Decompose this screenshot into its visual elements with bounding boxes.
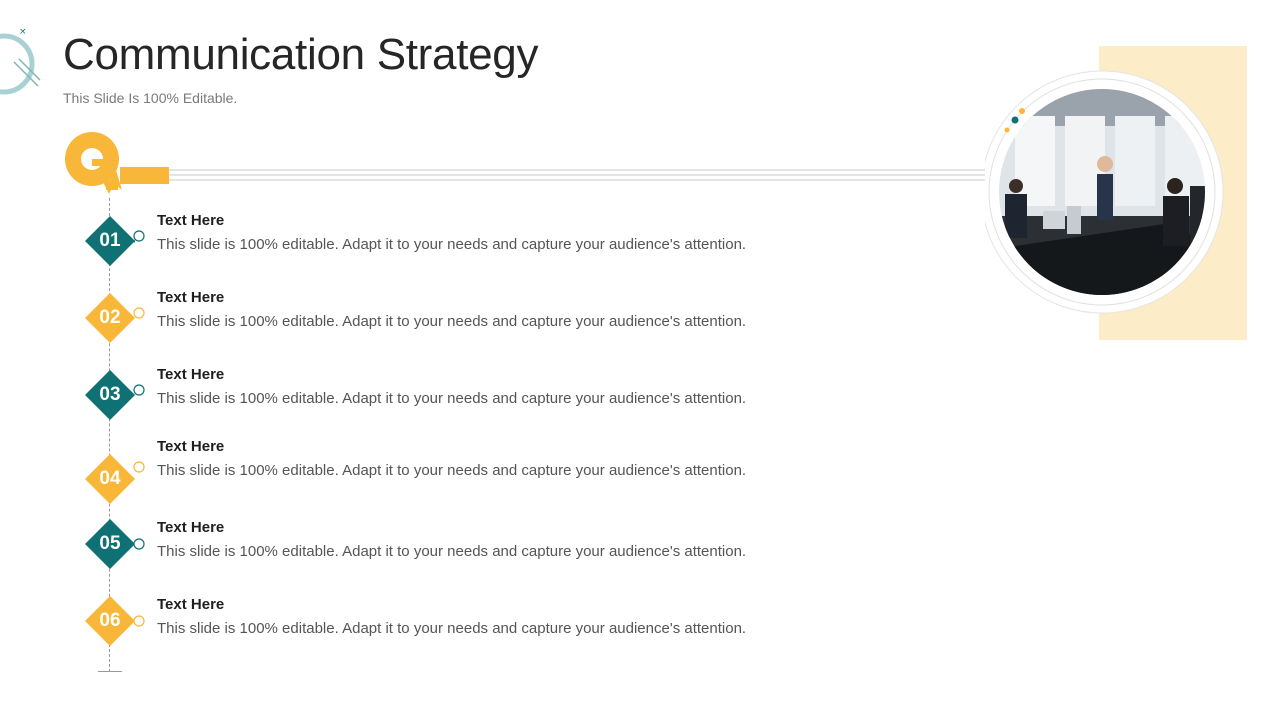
step-heading: Text Here bbox=[157, 289, 225, 306]
step-heading: Text Here bbox=[157, 212, 225, 229]
timeline-line bbox=[109, 198, 110, 672]
step-description: This slide is 100% editable. Adapt it to… bbox=[157, 462, 747, 479]
timeline-end-cap bbox=[98, 671, 122, 672]
step-description: This slide is 100% editable. Adapt it to… bbox=[157, 543, 747, 560]
step-number: 01 bbox=[99, 230, 121, 251]
step-item: 05 Text Here This slide is 100% editable… bbox=[0, 519, 900, 579]
step-description: This slide is 100% editable. Adapt it to… bbox=[157, 236, 747, 253]
step-diamond-icon bbox=[85, 216, 135, 266]
corner-decoration: × bbox=[0, 27, 41, 95]
step-item: 06 Text Here This slide is 100% editable… bbox=[0, 596, 900, 656]
connector-dots bbox=[133, 230, 145, 627]
business-meeting-photo bbox=[985, 46, 1247, 340]
step-number: 02 bbox=[99, 307, 121, 328]
step-heading: Text Here bbox=[157, 596, 225, 613]
page-title: Communication Strategy bbox=[63, 30, 539, 79]
header-pin-graphic bbox=[65, 132, 994, 194]
step-diamond-icon bbox=[85, 293, 135, 343]
step-diamond-icon bbox=[85, 454, 135, 504]
step-item: 03 Text Here This slide is 100% editable… bbox=[0, 366, 900, 426]
svg-text:×: × bbox=[19, 27, 27, 37]
step-heading: Text Here bbox=[157, 519, 225, 536]
step-description: This slide is 100% editable. Adapt it to… bbox=[157, 620, 747, 637]
step-number: 05 bbox=[99, 533, 121, 554]
step-item: 04 Text Here This slide is 100% editable… bbox=[0, 438, 900, 504]
step-heading: Text Here bbox=[157, 366, 225, 383]
step-diamond-icon bbox=[85, 596, 135, 646]
step-diamond-icon bbox=[85, 519, 135, 569]
step-number: 04 bbox=[99, 468, 121, 489]
step-description: This slide is 100% editable. Adapt it to… bbox=[157, 313, 747, 330]
step-heading: Text Here bbox=[157, 438, 225, 455]
step-number: 03 bbox=[99, 384, 121, 405]
page-subtitle: This Slide Is 100% Editable. bbox=[63, 90, 238, 106]
step-item: 01 Text Here This slide is 100% editable… bbox=[0, 212, 900, 272]
step-diamond-icon bbox=[85, 370, 135, 420]
step-description: This slide is 100% editable. Adapt it to… bbox=[157, 390, 747, 407]
step-number: 06 bbox=[99, 610, 121, 631]
step-item: 02 Text Here This slide is 100% editable… bbox=[0, 289, 900, 349]
